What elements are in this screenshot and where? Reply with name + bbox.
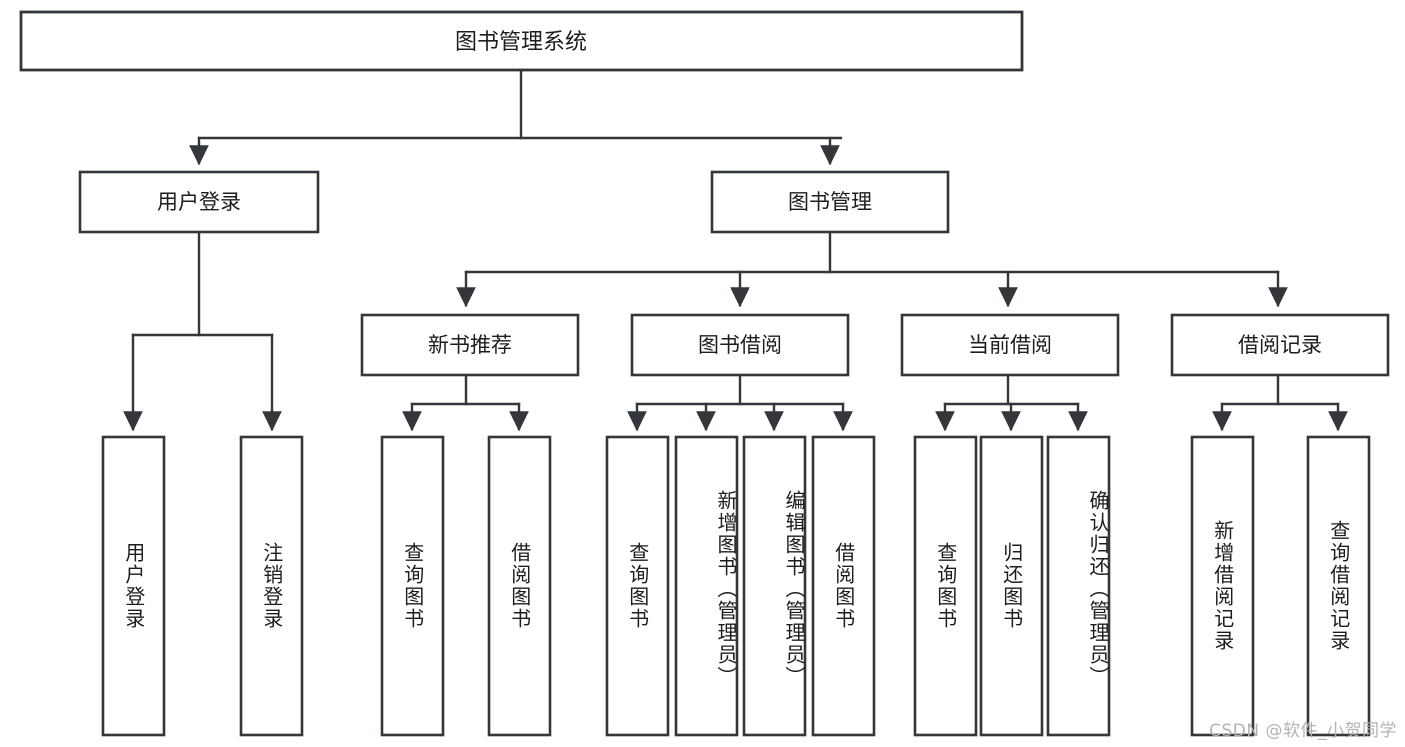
leaf-box-new-book-borrow[interactable] — [487, 435, 552, 737]
leaf-box-borrow-record-add[interactable] — [1190, 435, 1255, 737]
leaf-box-borrow-record-query[interactable] — [1306, 435, 1371, 737]
leaf-box-current-borrow-confirm[interactable] — [1046, 435, 1111, 737]
node-borrow-record[interactable] — [1170, 313, 1390, 377]
node-root-book-management-system[interactable] — [19, 10, 1024, 72]
connector-group-book-borrow — [627, 373, 853, 432]
leaf-box-current-borrow-return[interactable] — [979, 435, 1044, 737]
node-borrow-record-label: 借阅记录 — [1238, 333, 1322, 357]
connector-group-borrow-record — [1212, 373, 1348, 432]
node-user-login-label: 用户登录 — [157, 190, 241, 214]
node-root-label: 图书管理系统 — [455, 30, 587, 55]
leaf-box-user-login-login[interactable] — [101, 435, 166, 737]
node-new-book-recommend-label: 新书推荐 — [428, 333, 512, 357]
node-book-management[interactable] — [710, 170, 950, 234]
connector-group-new-book — [402, 373, 529, 432]
node-book-borrow-label: 图书借阅 — [698, 333, 782, 357]
node-book-borrow[interactable] — [630, 313, 850, 377]
leaf-box-book-borrow-edit[interactable] — [742, 435, 807, 737]
leaf-box-book-borrow-add[interactable] — [674, 435, 739, 737]
node-book-management-label: 图书管理 — [788, 190, 872, 214]
leaf-box-current-borrow-query[interactable] — [913, 435, 978, 737]
leaf-box-user-login-logout[interactable] — [239, 435, 304, 737]
csdn-watermark: CSDN @软件_小贺同学 — [1209, 721, 1397, 741]
node-current-borrow-label: 当前借阅 — [968, 333, 1052, 357]
connector-group-user-login — [123, 230, 282, 432]
node-user-login[interactable] — [78, 170, 320, 234]
connector-group-book-management — [456, 230, 1288, 308]
node-new-book-recommend[interactable] — [360, 313, 580, 377]
leaf-box-new-book-query[interactable] — [380, 435, 445, 737]
node-current-borrow[interactable] — [900, 313, 1120, 377]
connector-group-root — [189, 68, 843, 166]
connector-group-current-borrow — [935, 373, 1088, 432]
leaf-box-book-borrow-query[interactable] — [605, 435, 670, 737]
leaf-box-book-borrow-borrow[interactable] — [811, 435, 876, 737]
